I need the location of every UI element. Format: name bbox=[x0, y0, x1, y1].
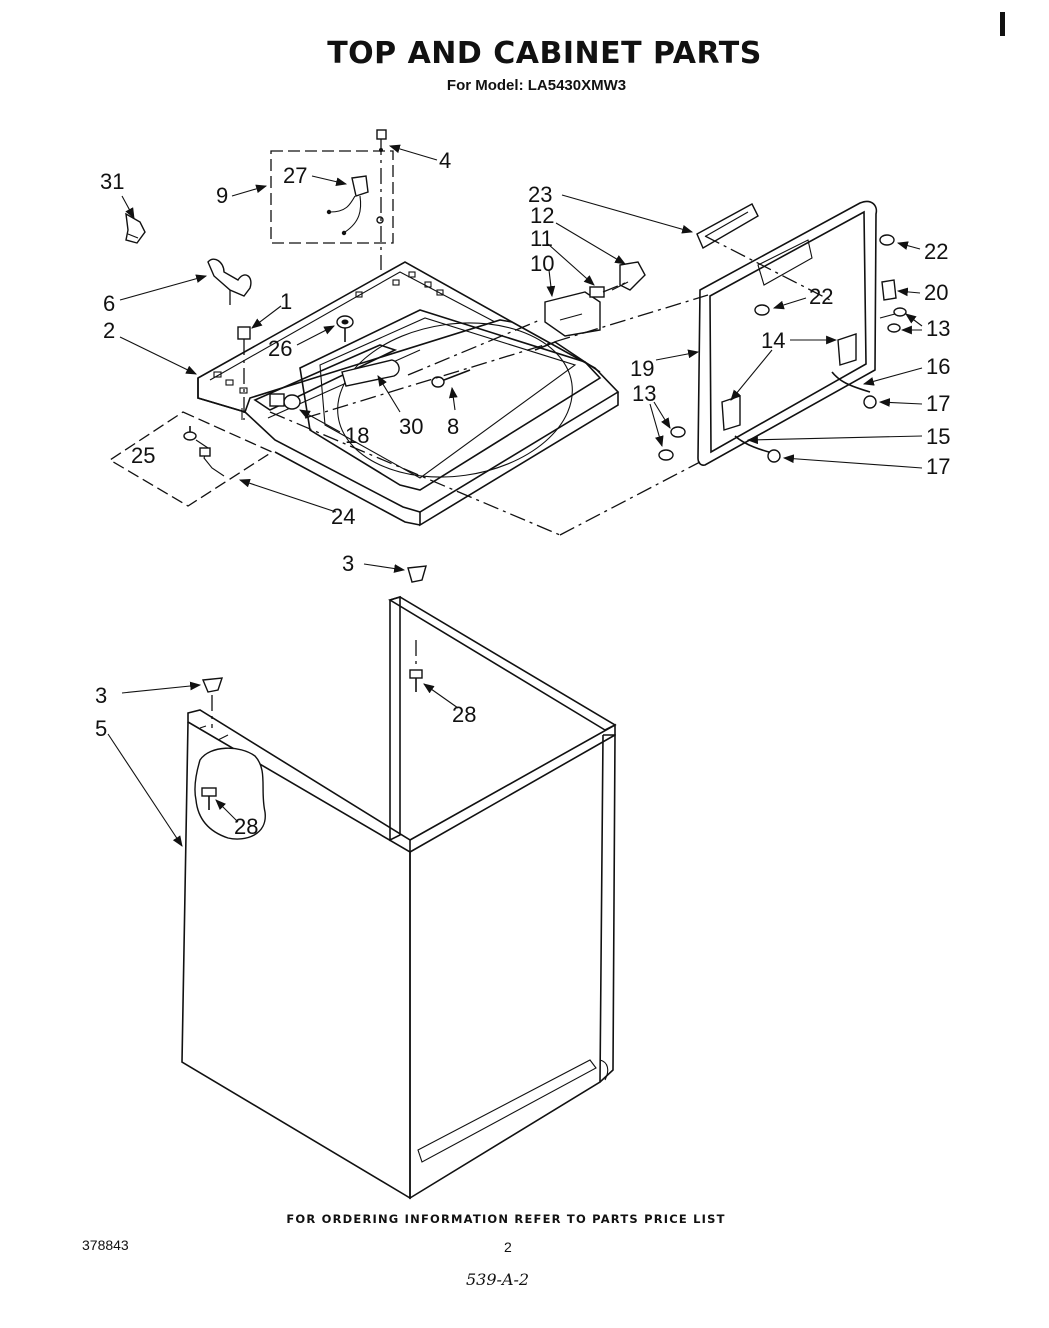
callout-16: 16 bbox=[926, 354, 950, 379]
part-27-lid-switch bbox=[326, 175, 384, 236]
part-28-screw-a bbox=[409, 640, 423, 692]
part-18-hinge bbox=[269, 393, 301, 410]
part-17-cap-a bbox=[863, 395, 877, 409]
part-19-lid bbox=[697, 200, 878, 466]
callout-31: 31 bbox=[100, 169, 124, 194]
callout-22-lid: 22 bbox=[809, 284, 833, 309]
callout-1: 1 bbox=[280, 289, 292, 314]
handwritten-note: 539-A-2 bbox=[466, 1270, 530, 1289]
callout-28-lower: 28 bbox=[234, 814, 258, 839]
model-subtitle: For Model: LA5430XMW3 bbox=[446, 77, 627, 94]
callout-3-upper: 3 bbox=[342, 551, 354, 576]
part-3-clip-a bbox=[407, 565, 427, 583]
part-5-cabinet bbox=[181, 595, 617, 1200]
part-13-screw-a bbox=[670, 426, 686, 438]
part-11-clip bbox=[589, 286, 605, 298]
callout-13-left: 13 bbox=[632, 381, 656, 406]
part-17-cap-b bbox=[767, 449, 781, 463]
callout-27: 27 bbox=[283, 163, 307, 188]
callout-3-lower: 3 bbox=[95, 683, 107, 708]
part-3-clip-b bbox=[201, 677, 224, 693]
page-number: 2 bbox=[504, 1239, 512, 1255]
callout-12: 12 bbox=[530, 203, 554, 228]
callout-18: 18 bbox=[345, 423, 369, 448]
part-8-screw bbox=[431, 369, 471, 388]
document-number: 378843 bbox=[82, 1237, 129, 1253]
part-28-screw-b bbox=[201, 787, 217, 810]
part-6-bracket bbox=[207, 258, 252, 297]
callout-28-upper: 28 bbox=[452, 702, 476, 727]
callout-22-top: 22 bbox=[924, 239, 948, 264]
edge-mark bbox=[1000, 12, 1005, 36]
callout-2: 2 bbox=[103, 318, 115, 343]
part-16-rod bbox=[831, 371, 871, 393]
callout-labels: 31 9 27 4 6 1 2 26 25 24 18 30 8 23 12 1… bbox=[95, 148, 950, 839]
part-10-bracket bbox=[544, 291, 601, 337]
callout-9: 9 bbox=[216, 183, 228, 208]
part-22-screw-b bbox=[754, 304, 770, 316]
part-20-catch bbox=[881, 279, 897, 301]
callout-11: 11 bbox=[530, 226, 553, 251]
part-30-bleach-cup bbox=[341, 359, 400, 387]
ordering-note: FOR ORDERING INFORMATION REFER TO PARTS … bbox=[286, 1212, 726, 1226]
callout-4: 4 bbox=[439, 148, 451, 173]
callout-24: 24 bbox=[331, 504, 355, 529]
callout-17-upper: 17 bbox=[926, 391, 950, 416]
top-assembly bbox=[197, 261, 620, 527]
callout-5: 5 bbox=[95, 716, 107, 741]
callout-20: 20 bbox=[924, 280, 948, 305]
part-31-clip bbox=[125, 212, 146, 244]
callout-23: 23 bbox=[528, 182, 552, 207]
callout-13-right: 13 bbox=[926, 316, 950, 341]
part-4-screw bbox=[376, 129, 387, 270]
part-22-screw-a bbox=[879, 234, 895, 246]
part-25-lever bbox=[183, 426, 225, 477]
part-26-grommet bbox=[336, 315, 354, 342]
callout-14: 14 bbox=[761, 328, 785, 353]
page-title: TOP AND CABINET PARTS bbox=[327, 36, 762, 71]
part-23-handle bbox=[696, 203, 759, 250]
callout-19: 19 bbox=[630, 356, 654, 381]
callout-30: 30 bbox=[399, 414, 423, 439]
callout-26: 26 bbox=[268, 336, 292, 361]
callout-8: 8 bbox=[447, 414, 459, 439]
part-13-screws-right bbox=[879, 307, 907, 333]
part-12-switch bbox=[611, 261, 646, 291]
callout-15: 15 bbox=[926, 424, 950, 449]
part-14-hinge-a bbox=[837, 333, 857, 366]
group-box-9 bbox=[270, 150, 394, 244]
leader-lines bbox=[107, 144, 923, 847]
callout-17-lower: 17 bbox=[926, 454, 950, 479]
part-14-hinge-b bbox=[721, 395, 741, 431]
callout-6: 6 bbox=[103, 291, 115, 316]
part-1-nut bbox=[237, 326, 251, 340]
callout-10: 10 bbox=[530, 251, 554, 276]
group-box-24 bbox=[108, 411, 274, 507]
part-13-screw-b bbox=[658, 449, 674, 461]
callout-25: 25 bbox=[131, 443, 155, 468]
